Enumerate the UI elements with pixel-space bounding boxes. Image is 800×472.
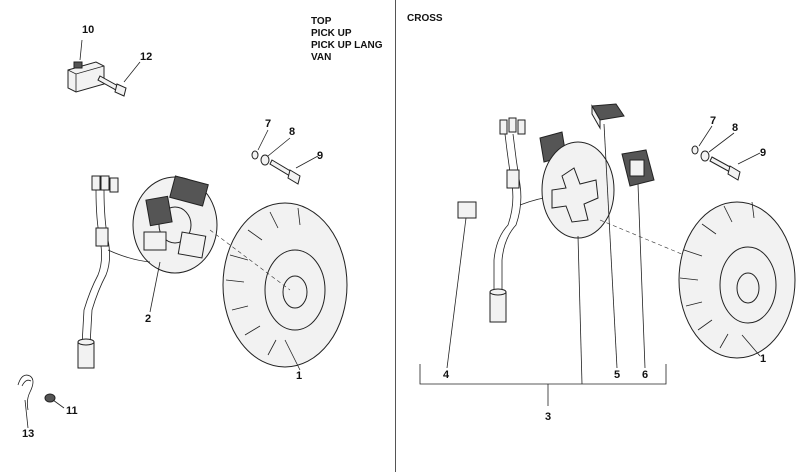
callout-9-left: 9 <box>317 150 323 162</box>
variant-list-left: TOP PICK UP PICK UP LANG VAN <box>311 16 383 64</box>
callout-10: 10 <box>82 24 94 36</box>
part-5-pad <box>591 103 625 130</box>
callout-13: 13 <box>22 428 34 440</box>
callout-6: 6 <box>642 369 648 381</box>
callout-8-right: 8 <box>732 122 738 134</box>
callout-11: 11 <box>66 405 78 417</box>
part-1-flywheel-left <box>222 202 348 368</box>
part-7-8-9-left <box>251 150 301 185</box>
part-12-bolt <box>97 75 127 97</box>
callout-1-left: 1 <box>296 370 302 382</box>
callout-4: 4 <box>443 369 450 381</box>
callout-8-left: 8 <box>289 126 295 138</box>
part-7-8-9-right <box>691 145 741 181</box>
callout-12: 12 <box>140 51 152 63</box>
part-1-flywheel-right <box>678 201 796 359</box>
callout-1-right: 1 <box>760 353 766 365</box>
panel-divider <box>395 0 396 472</box>
variant-van: VAN <box>311 52 332 63</box>
part-6-pad <box>621 149 655 187</box>
stator-wiring-right <box>489 117 557 323</box>
callout-9-right: 9 <box>760 147 766 159</box>
part-2-stator <box>132 175 218 274</box>
stator-wiring-left <box>77 175 151 369</box>
callout-2: 2 <box>145 313 151 325</box>
variant-top: TOP <box>311 16 332 27</box>
callout-7-right: 7 <box>710 115 716 127</box>
part-4-connector <box>457 201 477 219</box>
callout-7-left: 7 <box>265 118 271 130</box>
callout-5: 5 <box>614 369 620 381</box>
variant-pick-up: PICK UP <box>311 28 352 39</box>
stator-plate-right <box>541 141 615 239</box>
variant-pick-up-lang: PICK UP LANG <box>311 40 383 51</box>
callout-3: 3 <box>545 411 551 423</box>
variant-cross: CROSS <box>407 13 443 24</box>
part-11-nut <box>44 393 56 403</box>
part-13-clip <box>17 374 34 411</box>
part-10-bracket <box>67 61 105 93</box>
variant-cross-label: CROSS <box>407 13 443 25</box>
